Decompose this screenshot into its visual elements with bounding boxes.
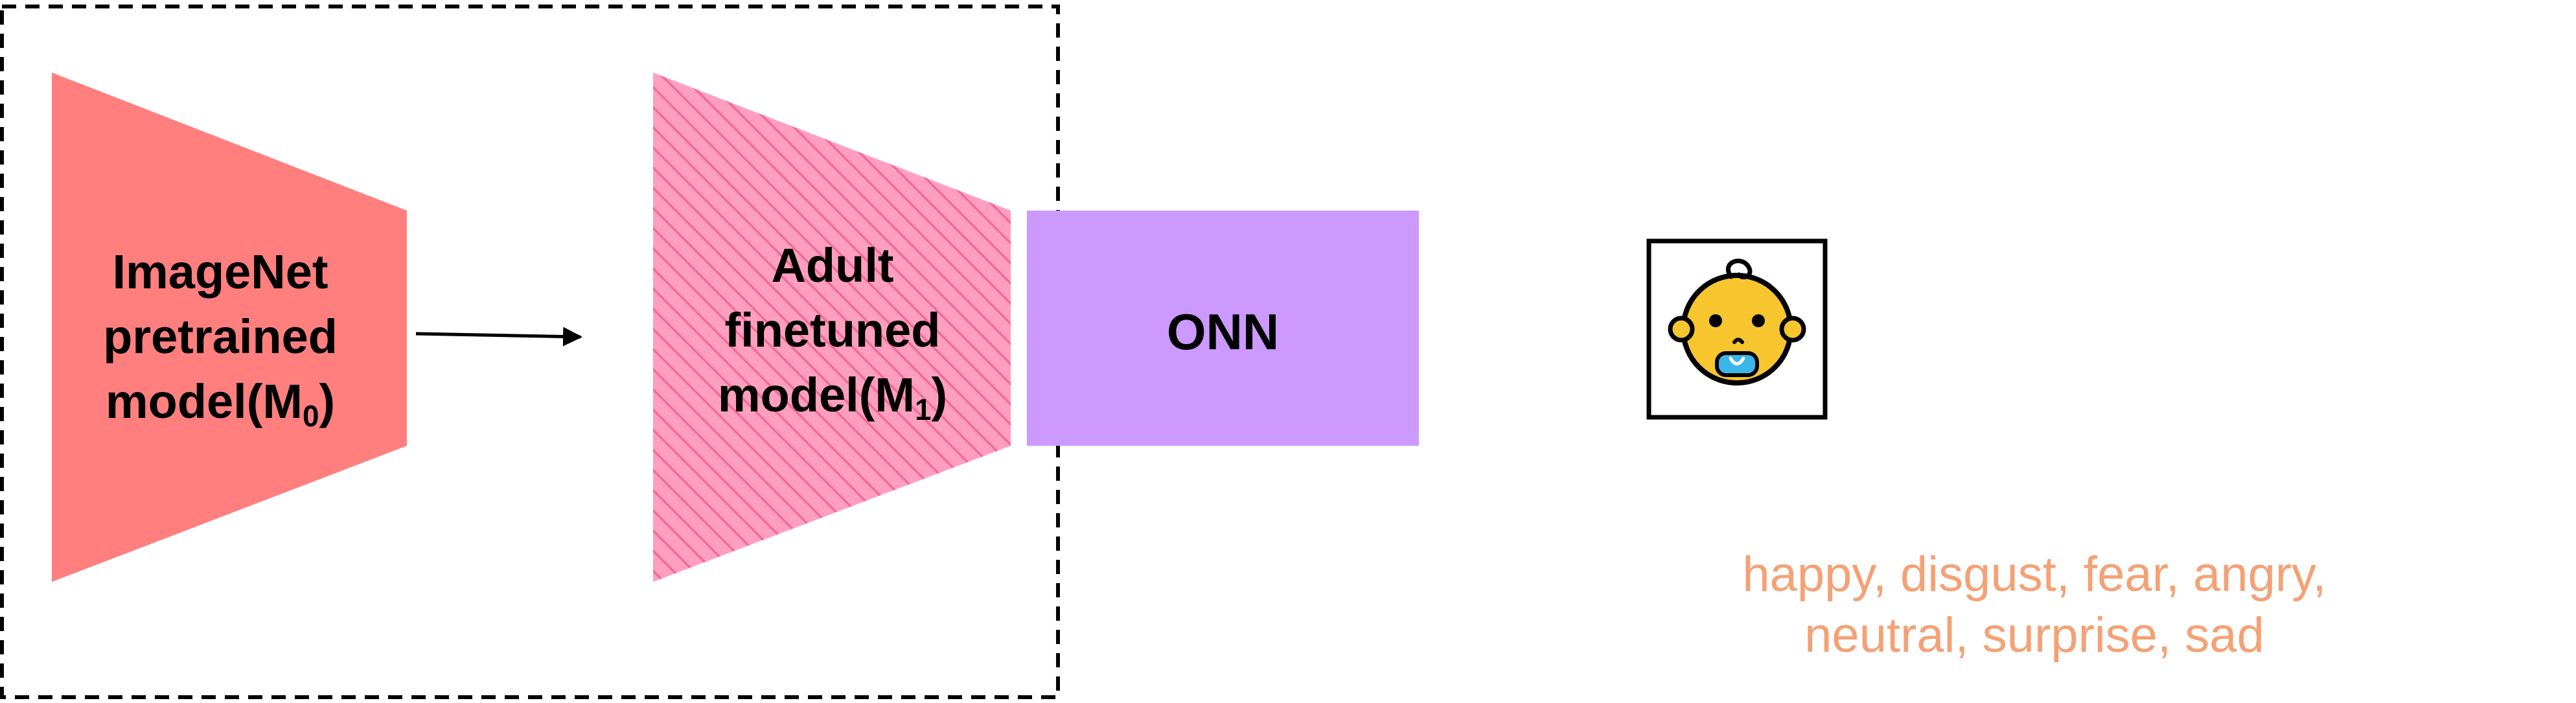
transfer-arrow [415, 327, 582, 347]
baby-face-icon [1646, 238, 1828, 420]
pretrained-model-line3-main: model(M [105, 375, 303, 428]
finetuned-model-line2: finetuned [724, 303, 941, 357]
finetuned-model-line3: model(M1) [654, 363, 1011, 428]
emotion-classes: happy, disgust, fear, angry, neutral, su… [1607, 544, 2462, 666]
onn-label: ONN [1166, 303, 1280, 360]
pretrained-model-subscript: 0 [303, 398, 319, 433]
finetuned-model-shape [653, 73, 1011, 582]
finetuned-model-subscript: 1 [915, 392, 932, 426]
onn-block [1027, 211, 1419, 446]
finetuned-model-line3-end: ) [931, 368, 948, 422]
finetuned-model-label: Adult finetuned model(M1) [654, 233, 1011, 428]
pretrained-model-line3-end: ) [319, 375, 336, 428]
finetuned-model-line1: Adult [771, 238, 894, 292]
finetuned-model-line3-main: model(M [717, 368, 915, 422]
pretrained-model-shape [52, 73, 407, 582]
pretrained-model-label: ImageNet pretrained model(M0) [52, 240, 389, 434]
pretrained-model-line1: ImageNet [112, 245, 328, 299]
pretrained-model-line2: pretrained [103, 310, 338, 363]
emotion-classes-line2: neutral, surprise, sad [1804, 608, 2264, 663]
pretrained-model-line3: model(M0) [52, 369, 389, 434]
emotion-classes-line1: happy, disgust, fear, angry, [1742, 547, 2327, 602]
